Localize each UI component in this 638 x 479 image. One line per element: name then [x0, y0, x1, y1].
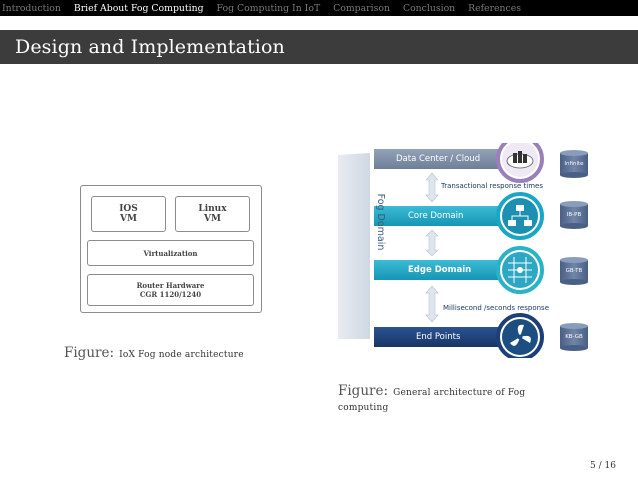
virtualization-box: Virtualization — [87, 240, 254, 266]
right-caption-label: Figure: — [338, 383, 389, 399]
data-center-label: Data Center / Cloud — [396, 154, 481, 164]
nav-item-fog-computing-in-iot[interactable]: Fog Computing In IoT — [216, 2, 321, 14]
arrow-cloud-core — [425, 172, 439, 203]
gb-tb-capacity-label: GB-TB — [565, 268, 583, 274]
right-caption-text-line1: General architecture of Fog — [393, 388, 526, 398]
kb-gb-cylinder — [560, 323, 588, 351]
end-points-label: End Points — [416, 332, 461, 342]
section-navigation: Introduction Brief About Fog Computing F… — [0, 0, 638, 16]
virtualization-label: Virtualization — [143, 248, 198, 258]
infinite-capacity-label: Infinite — [564, 161, 584, 167]
data-center-bar — [374, 149, 514, 169]
nav-item-comparison[interactable]: Comparison — [333, 2, 390, 14]
ib-pb-capacity-label: IB-PB — [566, 212, 582, 218]
router-hardware-box: Router Hardware CGR 1120/1240 — [87, 274, 254, 306]
core-domain-bar — [374, 206, 514, 226]
nav-item-introduction[interactable]: Introduction — [2, 2, 61, 14]
edge-domain-label: Edge Domain — [408, 265, 472, 275]
arrow-core-edge — [425, 229, 439, 257]
core-network-icon — [496, 192, 544, 240]
fog-domain-bracket — [338, 153, 370, 339]
edge-domain-bar — [374, 260, 514, 280]
millisecond-response-label: Millisecond /seconds response — [443, 304, 549, 312]
frame-title: Design and Implementation — [15, 36, 285, 58]
end-points-bar — [374, 327, 514, 347]
fog-domain-label: Fog Domain — [375, 193, 386, 251]
cloud-datacenter-icon — [496, 143, 544, 183]
page-number: 5 / 16 — [590, 461, 616, 471]
linux-vm-label: Linux VM — [198, 204, 227, 224]
transactional-response-label: Transactional response times — [441, 182, 543, 190]
gb-tb-cylinder — [560, 257, 588, 285]
right-figure-caption: Figure: General architecture of Fog comp… — [338, 384, 578, 414]
fan-endpoint-icon — [496, 313, 544, 358]
frame-title-bar: Design and Implementation — [0, 30, 638, 64]
fog-architecture-figure — [338, 143, 588, 358]
nav-item-brief-about-fog-computing[interactable]: Brief About Fog Computing — [73, 2, 204, 14]
right-caption-text-line2: computing — [338, 403, 389, 413]
arrow-edge-end — [425, 285, 439, 323]
iox-architecture-figure: IOS VM Linux VM Virtualization Router Ha… — [80, 185, 262, 313]
linux-vm-box: Linux VM — [175, 196, 250, 232]
nav-item-references[interactable]: References — [468, 2, 522, 14]
edge-network-icon — [496, 246, 544, 294]
ib-pb-cylinder — [560, 201, 588, 229]
left-caption-label: Figure: — [64, 345, 115, 361]
ios-vm-box: IOS VM — [91, 196, 166, 232]
kb-gb-capacity-label: KB-GB — [565, 334, 583, 340]
left-caption-text: IoX Fog node architecture — [119, 350, 244, 360]
ios-vm-label: IOS VM — [119, 204, 138, 224]
router-hardware-label: Router Hardware — [136, 281, 205, 290]
router-model-label: CGR 1120/1240 — [139, 290, 202, 299]
infinite-cylinder — [560, 150, 588, 178]
nav-item-conclusion[interactable]: Conclusion — [402, 2, 456, 14]
core-domain-label: Core Domain — [408, 211, 464, 221]
left-figure-caption: Figure: IoX Fog node architecture — [64, 342, 244, 361]
